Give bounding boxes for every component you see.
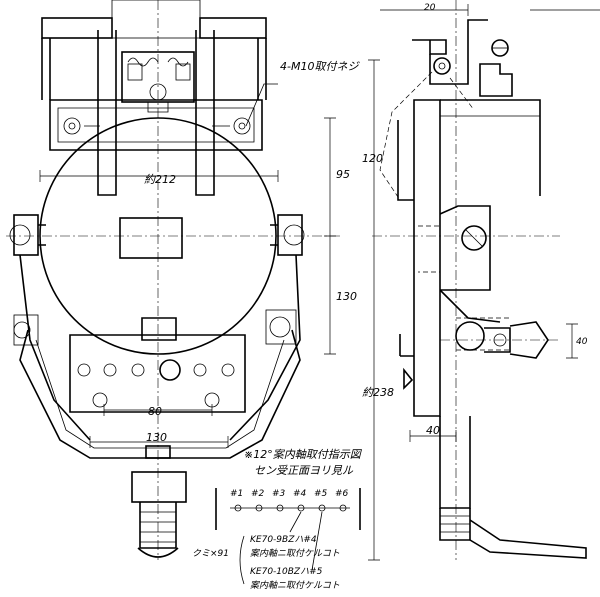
front-view	[6, 0, 340, 560]
top-bracket-sides	[41, 38, 267, 100]
nameplate	[119, 217, 183, 259]
pos-6: #6	[335, 489, 349, 499]
side-pivot-block	[439, 205, 491, 291]
side-top-frame	[440, 99, 541, 130]
link-arm	[439, 289, 501, 323]
label-dim-20: 20	[424, 3, 436, 13]
side-handle	[469, 519, 587, 559]
top-plate-left	[41, 17, 113, 39]
right-arm	[195, 30, 215, 196]
side-shank	[439, 416, 471, 509]
shank-body	[131, 471, 187, 503]
pos-2: #2	[251, 489, 265, 499]
guide-shaft-hole	[159, 359, 181, 381]
pos-5: #5	[314, 489, 328, 499]
notes: ※12°案内軸取付指示図 セン受正面ヨリ見ル #1 #2 #3 #4 #5 #6…	[192, 448, 363, 591]
side-dimensions: 20 120 約238 40 40	[362, 3, 600, 561]
label-width-212: 約212	[144, 173, 176, 186]
label-dim-238: 約238	[362, 386, 394, 399]
ke70-10bz-b: 案内軸ニ取付ケルコト	[250, 580, 340, 591]
bolt-hole-tl	[63, 117, 81, 135]
label-dim-40-v: 40	[576, 337, 588, 347]
guide-plate	[69, 334, 246, 413]
label-dim-130-v: 130	[336, 290, 357, 303]
front-dimensions: 約212 95 130 80 130 4-M10取付ネジ	[39, 60, 360, 448]
top-center-block	[111, 0, 201, 39]
bolt-hole-tr	[233, 117, 251, 135]
note-brace	[239, 535, 245, 585]
label-dim-80: 80	[148, 405, 162, 418]
pos-4: #4	[293, 489, 307, 499]
pos-3: #3	[272, 489, 286, 499]
top-plate-right	[199, 17, 267, 39]
note-line-1: ※12°案内軸取付指示図	[244, 448, 363, 461]
label-bolt-callout: 4-M10取付ネジ	[280, 60, 360, 73]
shank-tip	[137, 547, 179, 558]
lower-tab	[141, 317, 177, 341]
label-dim-120: 120	[362, 152, 383, 165]
side-pivot-top	[433, 57, 451, 75]
note-line-2: セン受正面ヨリ見ル	[254, 464, 354, 477]
swing-outline	[379, 71, 433, 201]
ke70-9bz-a: KE70-9BZハ#4	[250, 535, 317, 545]
mounting-plate	[49, 99, 263, 151]
position-chart: #1 #2 #3 #4 #5 #6	[215, 488, 361, 571]
kumi-label: クミ×91	[192, 548, 229, 559]
label-dim-95: 95	[336, 168, 350, 181]
left-arm	[97, 30, 117, 196]
label-dim-130-h: 130	[146, 431, 167, 444]
label-dim-40-h: 40	[426, 424, 440, 437]
side-pivot-bolt	[461, 225, 487, 251]
pivot-frame	[9, 214, 305, 441]
side-view	[372, 0, 587, 560]
ke70-9bz-b: 案内軸ニ取付ケルコト	[250, 548, 340, 559]
pos-1: #1	[230, 489, 243, 499]
side-housing	[413, 99, 441, 417]
ke70-10bz-a: KE70-10BZハ#5	[250, 567, 323, 577]
side-top-bracket	[412, 39, 447, 55]
link-pivot	[455, 321, 485, 351]
